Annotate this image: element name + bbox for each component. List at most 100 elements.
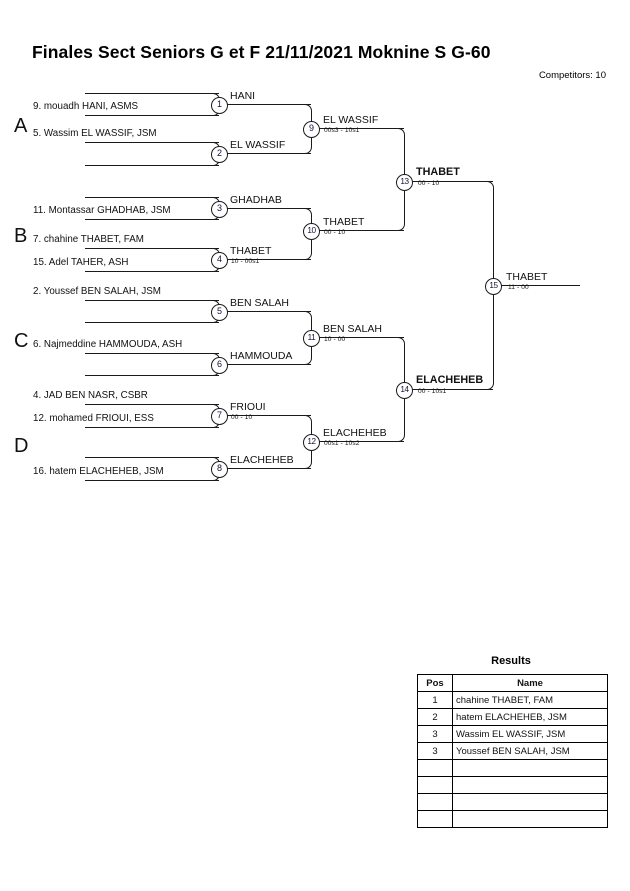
- match-winner-3: GHADHAB: [230, 194, 282, 206]
- match-score-15: 11 - 00: [508, 284, 529, 291]
- results-name: [452, 810, 608, 828]
- pool-label-b: B: [14, 225, 28, 247]
- champion-line: [500, 285, 580, 286]
- results-header-row: Pos Name: [417, 674, 608, 692]
- results-name: [452, 776, 608, 794]
- match-number-3[interactable]: 3: [211, 201, 228, 218]
- match-winner-14: ELACHEHEB: [416, 374, 484, 386]
- winner-line: [226, 259, 311, 260]
- slot-line: [85, 480, 219, 481]
- match-number-7[interactable]: 7: [211, 408, 228, 425]
- winner-line: [226, 153, 311, 154]
- slot-line: [85, 197, 219, 198]
- entrant-name: 6. Najmeddine HAMMOUDA, ASH: [33, 339, 183, 350]
- winner-line: [226, 468, 311, 469]
- match-score-14: 00 - 10s1: [418, 388, 447, 395]
- match-number-8[interactable]: 8: [211, 461, 228, 478]
- results-pos: [417, 810, 453, 828]
- match-number-10[interactable]: 10: [303, 223, 320, 240]
- match-winner-7: FRIOUI: [230, 401, 266, 413]
- match-winner-4: THABET: [230, 245, 272, 257]
- match-number-6[interactable]: 6: [211, 357, 228, 374]
- results-name: hatem ELACHEHEB, JSM: [452, 708, 608, 726]
- match-number-5[interactable]: 5: [211, 304, 228, 321]
- results-title: Results: [491, 655, 531, 667]
- bracket-corner: [304, 415, 312, 442]
- match-number-1[interactable]: 1: [211, 97, 228, 114]
- bracket-corner: [304, 208, 312, 231]
- slot-line: [85, 219, 219, 220]
- match-number-4[interactable]: 4: [211, 252, 228, 269]
- match-score-7: 00 - 10: [231, 414, 253, 421]
- slot-line: [85, 353, 219, 354]
- pool-label-c: C: [14, 330, 29, 352]
- match-score-4: 10 - 00s1: [231, 258, 260, 265]
- match-winner-5: BEN SALAH: [230, 297, 289, 309]
- match-winner-15: THABET: [506, 271, 548, 283]
- results-pos: 1: [417, 691, 453, 709]
- match-score-10: 00 - 10: [324, 229, 346, 236]
- winner-line: [318, 441, 404, 442]
- bracket-corner: [304, 104, 312, 129]
- match-winner-2: EL WASSIF: [230, 139, 286, 151]
- results-name: [452, 759, 608, 777]
- slot-line: [85, 427, 219, 428]
- match-number-12[interactable]: 12: [303, 434, 320, 451]
- entrant-name: 15. Adel TAHER, ASH: [33, 257, 129, 268]
- slot-line: [85, 93, 219, 94]
- winner-line: [226, 311, 311, 312]
- results-pos: 2: [417, 708, 453, 726]
- entrant-name: 4. JAD BEN NASR, CSBR: [33, 390, 148, 401]
- results-pos: 3: [417, 725, 453, 743]
- bracket-corner: [304, 311, 312, 338]
- match-number-15[interactable]: 15: [485, 278, 502, 295]
- match-winner-12: ELACHEHEB: [323, 427, 387, 439]
- winner-line: [318, 230, 404, 231]
- match-number-13[interactable]: 13: [396, 174, 413, 191]
- results-name: Wassim EL WASSIF, JSM: [452, 725, 608, 743]
- results-pos: [417, 793, 453, 811]
- match-winner-1: HANI: [230, 90, 256, 102]
- slot-line: [85, 457, 219, 458]
- winner-line: [226, 364, 311, 365]
- slot-line: [85, 248, 219, 249]
- match-score-13: 00 - 10: [418, 180, 440, 187]
- slot-line: [85, 322, 219, 323]
- match-winner-11: BEN SALAH: [323, 323, 382, 335]
- winner-line: [226, 104, 311, 105]
- page-title: Finales Sect Seniors G et F 21/11/2021 M…: [32, 42, 491, 62]
- slot-line: [85, 165, 219, 166]
- entrant-name: 16. hatem ELACHEHEB, JSM: [33, 466, 164, 477]
- winner-line: [318, 337, 404, 338]
- results-row: [417, 776, 608, 794]
- match-number-2[interactable]: 2: [211, 146, 228, 163]
- match-number-14[interactable]: 14: [396, 382, 413, 399]
- entrant-name: 5. Wassim EL WASSIF, JSM: [33, 128, 157, 139]
- results-pos: 3: [417, 742, 453, 760]
- match-score-9: 00s3 - 10s1: [324, 127, 360, 134]
- winner-line: [411, 181, 493, 182]
- winner-line: [411, 389, 493, 390]
- slot-line: [85, 115, 219, 116]
- match-score-12: 00s1 - 10s2: [324, 440, 360, 447]
- entrant-name: 12. mohamed FRIOUI, ESS: [33, 413, 154, 424]
- results-row: [417, 793, 608, 811]
- results-name: [452, 793, 608, 811]
- entrant-name: 2. Youssef BEN SALAH, JSM: [33, 286, 161, 297]
- match-winner-9: EL WASSIF: [323, 114, 379, 126]
- bracket-corner: [486, 285, 494, 390]
- results-pos: [417, 776, 453, 794]
- slot-line: [85, 300, 219, 301]
- slot-line: [85, 142, 219, 143]
- entrant-name: 11. Montassar GHADHAB, JSM: [33, 205, 171, 216]
- results-name: chahine THABET, FAM: [452, 691, 608, 709]
- match-number-9[interactable]: 9: [303, 121, 320, 138]
- match-number-11[interactable]: 11: [303, 330, 320, 347]
- winner-line: [226, 415, 311, 416]
- slot-line: [85, 404, 219, 405]
- slot-line: [85, 375, 219, 376]
- entrant-name: 7. chahine THABET, FAM: [33, 234, 144, 245]
